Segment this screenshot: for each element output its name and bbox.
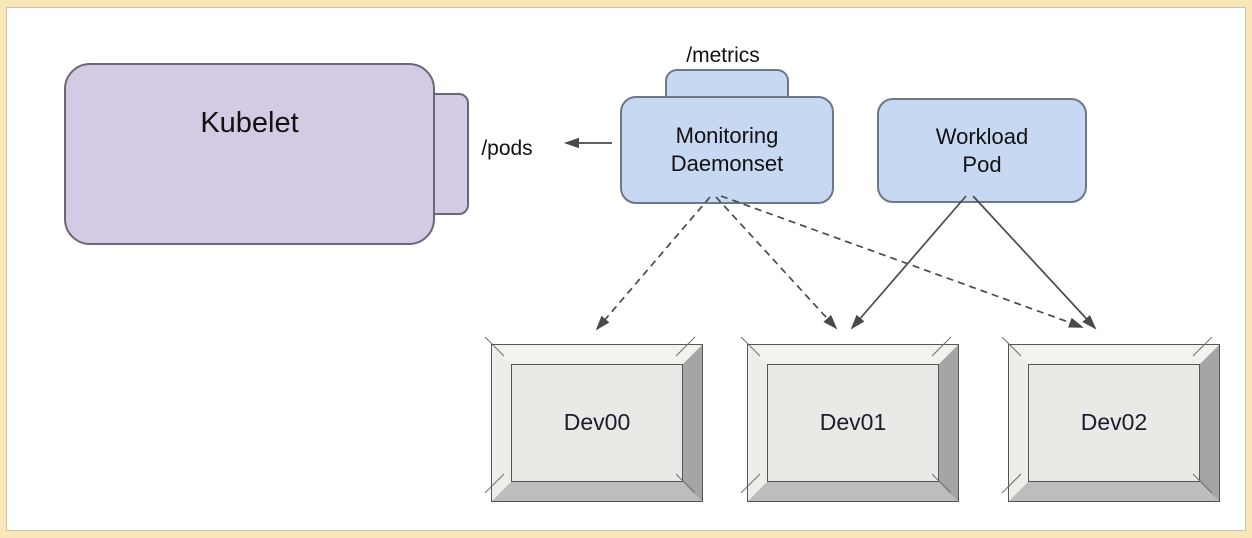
device-face: Dev01 [767,364,939,482]
device-node-dev02: Dev02 [1008,344,1220,502]
device-label: Dev02 [1080,409,1148,436]
monitoring-daemonset-node: Monitoring Daemonset [620,96,834,204]
device-label: Dev01 [819,409,887,436]
device-face: Dev02 [1028,364,1200,482]
kubelet-label: Kubelet [200,107,299,139]
monitoring-daemonset-label: Monitoring Daemonset [670,123,784,176]
workload-pod-label: Workload Pod [935,123,1029,177]
workload-pod-node: Workload Pod [877,98,1087,203]
drawing-canvas: Kubelet /pods /metrics Monitoring Daemon… [6,7,1246,531]
kubelet-node: Kubelet [64,63,435,245]
pods-endpoint-label: /pods [481,137,533,160]
device-node-dev00: Dev00 [491,344,703,502]
device-label: Dev00 [563,409,631,436]
metrics-endpoint-label: /metrics [686,44,760,67]
device-face: Dev00 [511,364,683,482]
device-node-dev01: Dev01 [747,344,959,502]
